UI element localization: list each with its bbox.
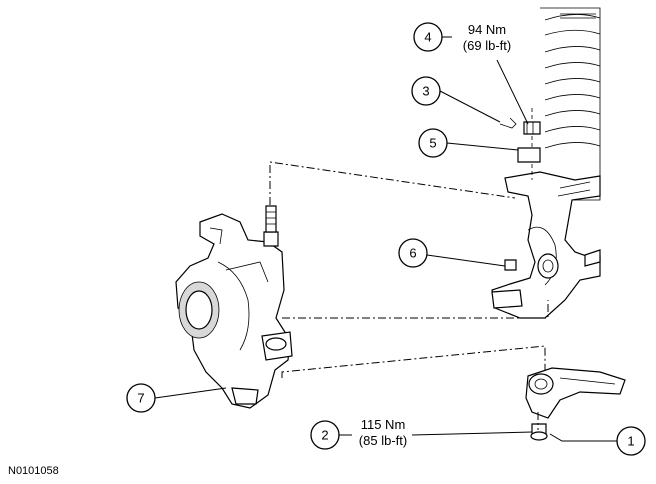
svg-text:1: 1 xyxy=(627,434,634,449)
callout-6: 6 xyxy=(398,238,506,268)
callout-3: 3 xyxy=(411,76,501,123)
callout-2: 2 115 Nm (85 lb-ft) xyxy=(310,417,533,450)
lower-control-arm xyxy=(525,367,626,441)
svg-text:7: 7 xyxy=(137,391,144,406)
svg-text:2: 2 xyxy=(321,428,328,443)
ball-joint-hardware-upper xyxy=(499,108,541,180)
steering-knuckle xyxy=(175,205,293,409)
coil-spring xyxy=(540,7,601,201)
callout-1: 1 xyxy=(549,426,646,456)
svg-text:6: 6 xyxy=(409,246,416,261)
callout-4: 4 94 Nm (69 lb-ft) xyxy=(413,22,529,125)
upper-control-arm xyxy=(491,171,601,319)
torque-nm-4: 94 Nm xyxy=(468,22,506,37)
figure-id: N0101058 xyxy=(8,465,59,477)
torque-lbft-4: (69 lb-ft) xyxy=(463,38,511,53)
torque-lbft-2: (85 lb-ft) xyxy=(359,433,407,448)
callout-7: 7 xyxy=(126,383,227,413)
lower-bushing xyxy=(504,259,517,271)
exploded-view-lines xyxy=(269,161,549,430)
callout-5: 5 xyxy=(418,128,519,158)
svg-text:4: 4 xyxy=(424,30,431,45)
svg-text:3: 3 xyxy=(422,84,429,99)
svg-text:5: 5 xyxy=(429,136,436,151)
torque-nm-2: 115 Nm xyxy=(361,417,406,432)
